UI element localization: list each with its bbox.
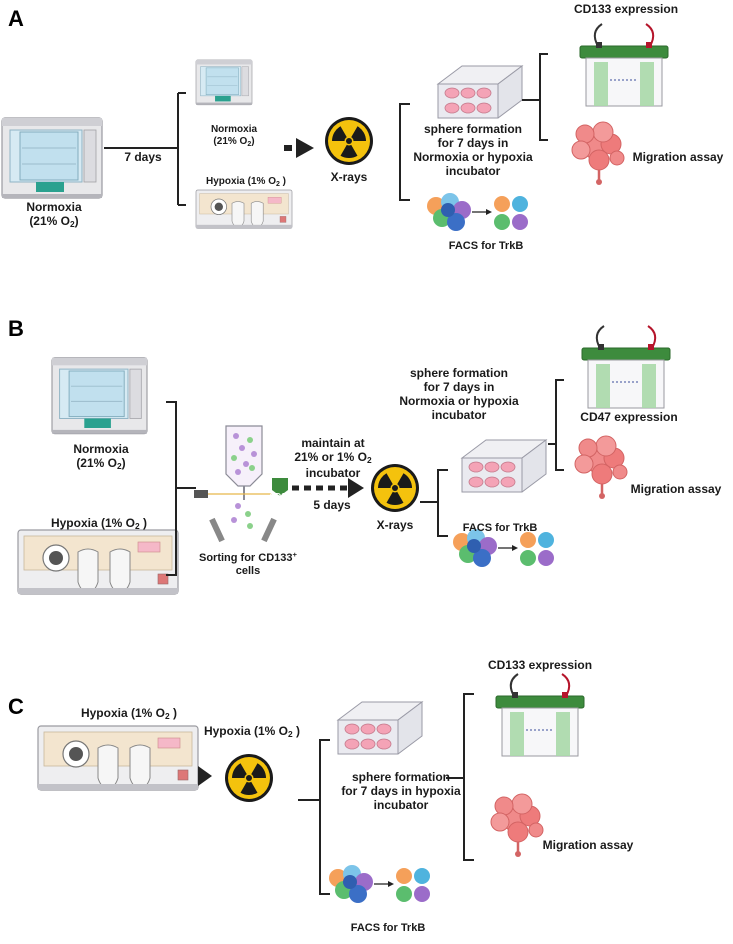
normoxia-small-label: Normoxia (21% O2) [210, 124, 258, 148]
migration-cells-icon [489, 792, 545, 859]
bracket [539, 53, 548, 141]
dash-mark [284, 145, 292, 151]
panel-c [37, 673, 585, 904]
panel-letter-a: A [8, 6, 24, 31]
duration-label: 7 days [124, 150, 162, 164]
panel-a [1, 23, 669, 232]
migration-cells-icon [573, 434, 629, 501]
sphere-formation-label: sphere formation for 7 days in hypoxia i… [341, 770, 461, 813]
facs-label: FACS for TrkB [350, 922, 426, 934]
migration-label: Migration assay [632, 150, 724, 164]
hypoxia-small-label: Hypoxia (1% O2 ) [205, 176, 287, 188]
radiation-icon [325, 117, 373, 165]
normoxia-label: Normoxia (21% O2) [73, 442, 129, 472]
well-plate-icon [437, 65, 523, 119]
bracket [319, 739, 330, 895]
migration-cells-icon [570, 120, 626, 187]
gel-electrophoresis-icon [581, 325, 671, 409]
bracket [437, 469, 448, 537]
sorting-label: Sorting for CD133+ cells [198, 550, 297, 577]
cd133-tag: CD133 [269, 492, 295, 501]
facs-label: FACS for TrkB [462, 522, 538, 534]
bracket [177, 92, 186, 206]
facs-label: FACS for TrkB [448, 240, 524, 252]
panel-b [17, 325, 671, 595]
expression-label: CD133 expression [573, 2, 679, 16]
well-plate-icon [461, 439, 547, 493]
bracket [555, 379, 564, 471]
radiation-icon [225, 754, 273, 802]
cell-sorter-icon [193, 425, 289, 544]
expression-label: CD47 expression [580, 410, 678, 424]
gel-electrophoresis-icon [579, 23, 669, 107]
arrow-head [348, 478, 364, 498]
normoxia-incubator-icon [51, 357, 148, 435]
radiation-icon [371, 464, 419, 512]
normoxia-label: Normoxia (21% O2) [26, 200, 82, 230]
migration-label: Migration assay [542, 838, 634, 852]
xrays-label: X-rays [330, 170, 368, 184]
hypoxia-glovebox-icon [17, 529, 179, 595]
facs-cells-icon [328, 864, 431, 904]
hypoxia-glovebox-icon [195, 189, 293, 229]
hypoxia-label: Hypoxia (1% O2 ) [80, 706, 178, 722]
hypoxia-glovebox-icon [37, 725, 199, 791]
panel-letter-b: B [8, 316, 24, 341]
hypoxia-radiation-label: Hypoxia (1% O2 ) [203, 724, 301, 740]
arrow-head [198, 766, 212, 786]
panel-letter-c: C [8, 694, 24, 719]
sphere-formation-label: sphere formation for 7 days in Normoxia … [413, 122, 533, 179]
sphere-formation-label: sphere formation for 7 days in Normoxia … [399, 366, 519, 423]
gel-electrophoresis-icon [495, 673, 585, 757]
well-plate-icon [337, 701, 423, 755]
migration-label: Migration assay [630, 482, 722, 496]
xrays-label: X-rays [376, 518, 414, 532]
normoxia-incubator-icon [1, 117, 103, 199]
maintain-label: maintain at 21% or 1% O2 incubator [294, 436, 372, 481]
facs-cells-icon [426, 192, 529, 232]
duration-label: 5 days [313, 498, 351, 512]
bracket [399, 103, 410, 201]
normoxia-small-incubator-icon [195, 59, 253, 106]
expression-label: CD133 expression [487, 658, 593, 672]
arrow-head [296, 138, 314, 158]
hypoxia-label: Hypoxia (1% O2 ) [50, 516, 148, 532]
